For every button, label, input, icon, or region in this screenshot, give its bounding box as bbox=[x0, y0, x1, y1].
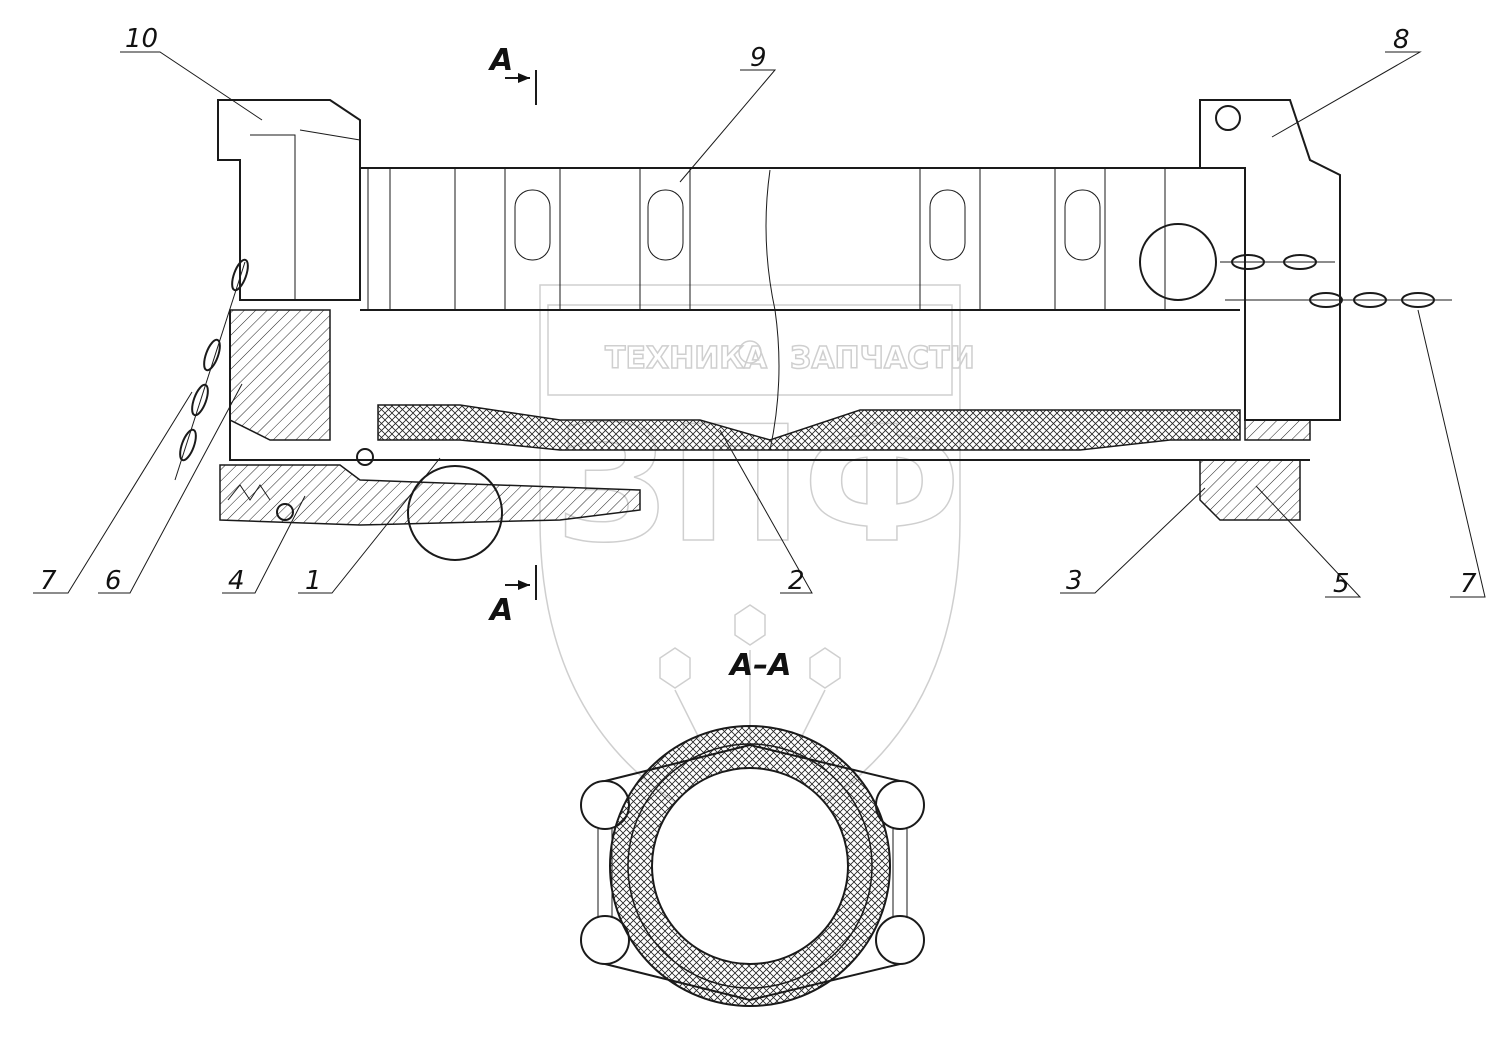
callout-2: 2 bbox=[788, 566, 805, 596]
section-marker-bottom: A bbox=[488, 565, 537, 628]
chain-right bbox=[1220, 254, 1452, 308]
section-view bbox=[580, 725, 925, 1007]
ring-pin bbox=[407, 465, 503, 561]
section-view-title: A–A bbox=[728, 648, 791, 683]
callout-3: 3 bbox=[1066, 566, 1083, 596]
watermark-left-word: ТЕХНИКА bbox=[605, 341, 768, 376]
callout-7-left: 7 bbox=[40, 566, 57, 596]
section-mark-bottom: A bbox=[488, 593, 513, 628]
callout-4: 4 bbox=[228, 566, 245, 596]
callout-9: 9 bbox=[750, 43, 767, 73]
coupling-body bbox=[174, 99, 1452, 561]
section-marker-top: A bbox=[488, 43, 537, 105]
gear-icon bbox=[738, 340, 762, 364]
callout-6: 6 bbox=[105, 566, 122, 596]
callout-8: 8 bbox=[1393, 25, 1410, 55]
watermark-right-word: ЗАПЧАСТИ bbox=[790, 341, 975, 376]
section-mark-top: A bbox=[488, 43, 513, 78]
ring-pin-right bbox=[1139, 223, 1217, 301]
callout-10: 10 bbox=[125, 24, 158, 54]
callout-1: 1 bbox=[305, 566, 322, 596]
callout-7-right: 7 bbox=[1460, 569, 1477, 599]
callouts: 10 9 8 7 6 4 1 2 3 5 7 bbox=[33, 24, 1486, 599]
chain-left bbox=[174, 258, 249, 481]
callout-5: 5 bbox=[1333, 569, 1350, 599]
